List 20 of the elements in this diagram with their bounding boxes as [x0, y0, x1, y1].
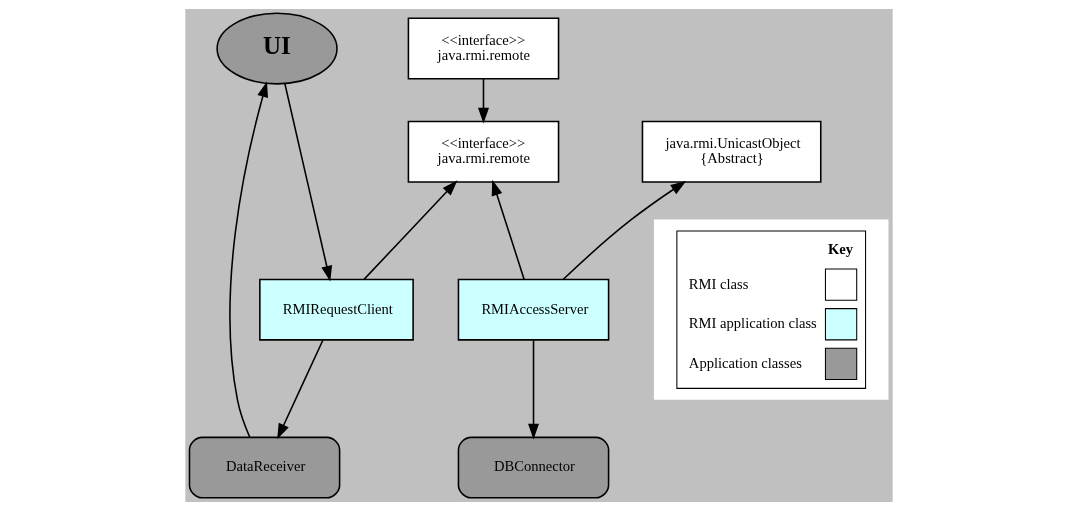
- label: Key: [828, 240, 854, 257]
- arrow: [363, 179, 458, 280]
- node-box: java.rmi.UnicastObject {Abstract}: [641, 120, 822, 183]
- legend-label: RMI class: [688, 274, 749, 291]
- arrow: [528, 338, 539, 439]
- arrow: [277, 338, 324, 439]
- arrow: [491, 179, 525, 280]
- node-box: <<interface>> java.rmi.remote: [407, 120, 560, 183]
- node-box: DBConnector: [457, 436, 610, 499]
- node-box: RMIRequestClient: [259, 278, 414, 341]
- legend-label: Application classes: [688, 354, 802, 371]
- arrow: [229, 80, 268, 438]
- node-ellipse: UI: [216, 11, 338, 85]
- arrow: [562, 180, 687, 280]
- node-box: <<interface>> java.rmi.remote: [407, 17, 560, 80]
- node-box: DataReceiver: [188, 436, 341, 499]
- node-box: RMIAccessServer: [457, 278, 610, 341]
- legend-label: RMI application class: [688, 314, 817, 331]
- arrow: [284, 82, 333, 281]
- arrow: [478, 77, 489, 123]
